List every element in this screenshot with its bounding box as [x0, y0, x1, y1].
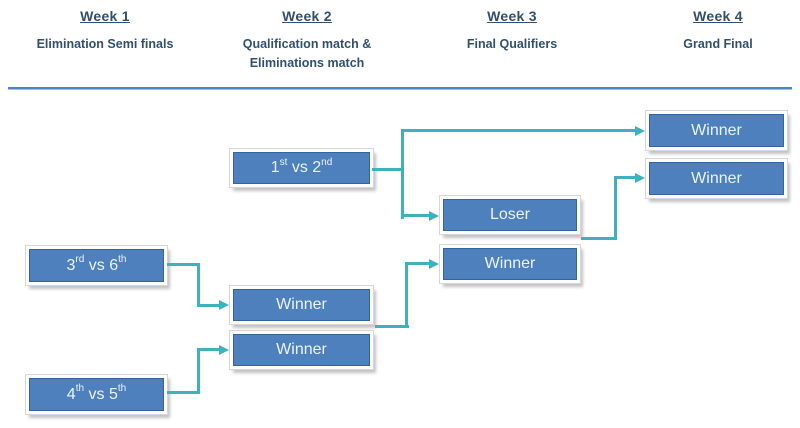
week2-subtitle-line2: Eliminations match — [249, 56, 365, 70]
match-box-1st-vs-2nd: 1st vs 2nd — [230, 149, 373, 187]
week2-title: Week 2 — [282, 8, 332, 24]
week1-subtitle: Elimination Semi finals — [36, 37, 174, 51]
connector-line-vertical — [405, 262, 408, 328]
arrow-right-icon — [429, 211, 439, 221]
arrow-right-icon — [219, 300, 229, 310]
week2-winner-bottom-label: Winner — [276, 341, 327, 358]
match-label-4th-vs-5th: 4th vs 5th — [66, 383, 127, 403]
week4-winner-bottom-label: Winner — [691, 169, 742, 187]
week4-winner-bottom-box: Winner — [646, 159, 787, 198]
connector-line-horizontal — [197, 348, 219, 351]
week3-loser-label: Loser — [489, 206, 531, 223]
header-column-week4: Week 4 Grand Final — [628, 8, 800, 86]
connector-line-horizontal — [401, 129, 635, 132]
arrow-right-icon — [635, 126, 645, 136]
connector-line-horizontal — [405, 262, 429, 265]
match-label-3rd-vs-6th: 3rd vs 6th — [66, 254, 127, 274]
week2-subtitle-line1: Qualification match & — [242, 37, 372, 51]
week4-title: Week 4 — [693, 8, 743, 24]
week3-winner-box: Winner — [440, 245, 580, 283]
week2-winner-bottom-box: Winner — [230, 331, 373, 369]
week4-winner-top-label: Winner — [691, 121, 742, 139]
header-column-week2: Week 2 Qualification match & Elimination… — [217, 8, 397, 86]
header-divider-rule — [8, 87, 792, 90]
connector-line-horizontal — [197, 304, 219, 307]
connector-line-vertical — [197, 348, 200, 394]
week1-title: Week 1 — [80, 8, 130, 24]
connector-line-horizontal — [167, 263, 200, 266]
week3-subtitle: Final Qualifiers — [466, 37, 558, 51]
header-column-week1: Week 1 Elimination Semi finals — [15, 8, 195, 86]
match-label-1st-vs-2nd: 1st vs 2nd — [270, 156, 333, 176]
connector-line-vertical — [197, 263, 200, 307]
arrow-right-icon — [635, 173, 645, 183]
week2-winner-top-box: Winner — [230, 286, 373, 324]
connector-line-horizontal — [375, 325, 409, 328]
connector-line-horizontal — [581, 237, 617, 240]
week3-title: Week 3 — [487, 8, 537, 24]
week2-subtitle: Qualification match & Eliminations match — [217, 35, 397, 73]
connector-line-vertical — [401, 129, 404, 219]
header-column-week3: Week 3 Final Qualifiers — [422, 8, 602, 86]
connector-line-horizontal — [401, 214, 429, 217]
week3-winner-label: Winner — [484, 255, 536, 272]
connector-line-horizontal — [167, 391, 200, 394]
match-box-4th-vs-5th: 4th vs 5th — [26, 375, 167, 414]
connector-line-horizontal — [614, 176, 635, 179]
week2-winner-top-label: Winner — [276, 296, 327, 313]
connector-line-horizontal — [372, 168, 404, 171]
connector-line-vertical — [614, 176, 617, 240]
arrow-right-icon — [429, 259, 439, 269]
week3-loser-box: Loser — [440, 196, 580, 234]
match-box-3rd-vs-6th: 3rd vs 6th — [26, 246, 167, 285]
week4-winner-top-box: Winner — [646, 111, 787, 150]
arrow-right-icon — [219, 345, 229, 355]
week4-subtitle: Grand Final — [683, 37, 753, 51]
